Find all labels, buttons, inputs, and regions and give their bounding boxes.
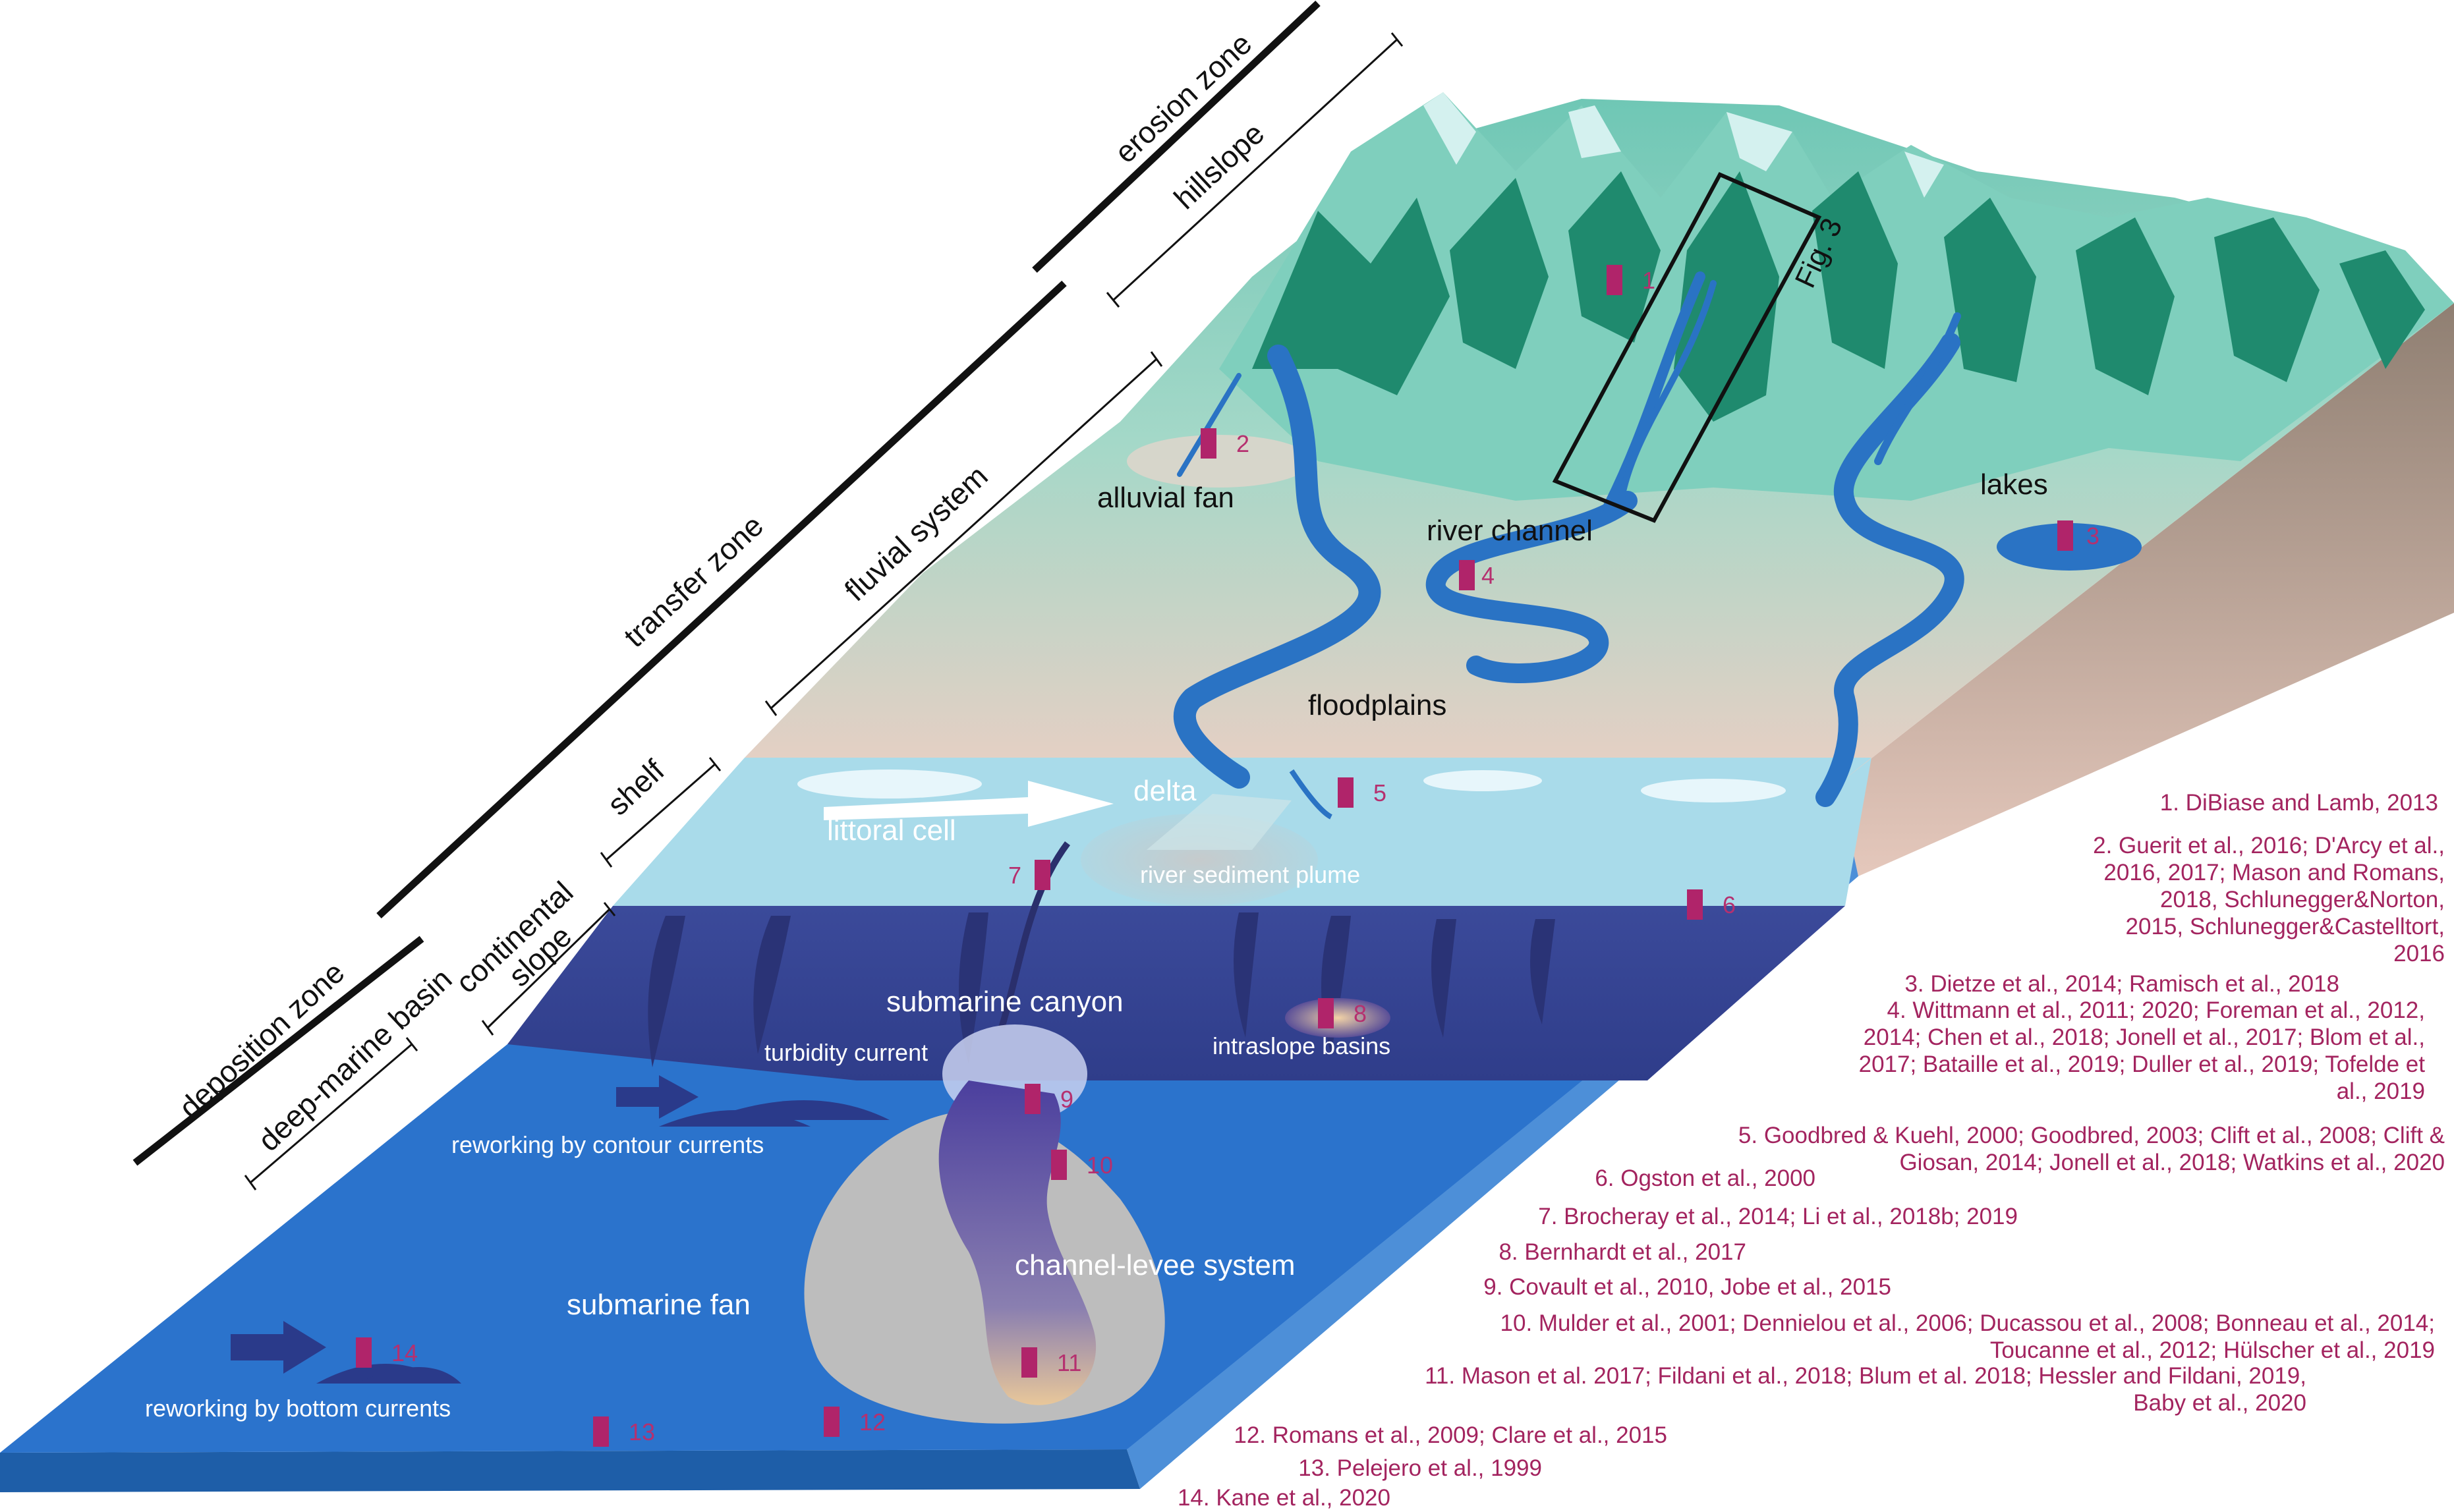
site-marker-4 <box>1459 560 1475 590</box>
site-marker-9 <box>1025 1084 1041 1114</box>
site-number-7: 7 <box>1008 862 1021 889</box>
rivers <box>1174 271 1964 807</box>
site-number-1: 1 <box>1642 267 1655 294</box>
site-marker-5 <box>1338 777 1354 808</box>
site-number-14: 14 <box>391 1339 418 1366</box>
site-marker-13 <box>593 1416 609 1447</box>
submarine-canyon-label: submarine canyon <box>886 986 1124 1018</box>
littoral-cell-label: littoral cell <box>827 814 956 847</box>
site-number-11: 11 <box>1057 1349 1081 1376</box>
delta-wedge <box>1147 794 1292 850</box>
site-marker-1 <box>1607 265 1622 295</box>
mountain-range <box>1219 92 2454 501</box>
reference-entry-9: 9. Covault et al., 2010, Jobe et al., 20… <box>1483 1274 1891 1300</box>
site-marker-6 <box>1687 889 1703 920</box>
reference-entry-5: 5. Goodbred & Kuehl, 2000; Goodbred, 200… <box>1738 1123 2445 1175</box>
site-number-2: 2 <box>1236 430 1249 457</box>
meander-river <box>1425 491 1638 683</box>
delta-label: delta <box>1133 775 1197 807</box>
contour-current-features <box>616 1075 890 1127</box>
bottom-current-features <box>231 1321 461 1384</box>
block-side-land <box>1839 303 2454 876</box>
main-river <box>1174 345 1381 789</box>
site-marker-3 <box>2057 520 2073 551</box>
site-marker-12 <box>824 1407 840 1437</box>
site-marker-8 <box>1318 998 1334 1028</box>
reference-entry-11: 11. Mason et al. 2017; Fildani et al., 2… <box>1425 1363 2306 1416</box>
site-number-6: 6 <box>1723 891 1736 918</box>
site-number-5: 5 <box>1373 779 1386 806</box>
contour-current-arrow <box>616 1075 699 1119</box>
river-sediment-plume-label: river sediment plume <box>1140 861 1360 888</box>
site-marker-11 <box>1021 1347 1037 1378</box>
intraslope-basins-label: intraslope basins <box>1213 1032 1390 1059</box>
braided-channel-2 <box>1618 280 1717 504</box>
site-number-12: 12 <box>859 1409 886 1436</box>
site-marker-10 <box>1051 1150 1067 1180</box>
channel-levee-label: channel-levee system <box>1015 1249 1296 1281</box>
floodplains-label: floodplains <box>1308 689 1446 721</box>
right-river <box>1815 333 1964 807</box>
alluvial-stream <box>1177 373 1241 477</box>
alluvial-fan-area <box>1127 435 1311 488</box>
site-marker-2 <box>1201 428 1216 459</box>
reference-entry-13: 13. Pelejero et al., 1999 <box>1298 1455 1542 1481</box>
reference-entry-7: 7. Brocheray et al., 2014; Li et al., 20… <box>1538 1204 2018 1229</box>
alluvial-fan-label: alluvial fan <box>1097 482 1234 514</box>
braided-channel-1 <box>1603 271 1705 513</box>
littoral-cell-arrow <box>824 781 1114 827</box>
site-number-8: 8 <box>1354 1000 1367 1027</box>
reference-entry-4: 4. Wittmann et al., 2011; 2020; Foreman … <box>1859 997 2426 1104</box>
bottom-currents-label: reworking by bottom currents <box>145 1395 451 1422</box>
bottom-current-arrow <box>231 1321 326 1374</box>
submarine-canyon-channel <box>998 841 1071 1029</box>
reference-list: 1. DiBiase and Lamb, 2013 2. Guerit et al… <box>1178 790 2445 1511</box>
lakes-label: lakes <box>1980 468 2048 501</box>
shelf-highlights <box>797 770 1786 802</box>
site-number-10: 10 <box>1087 1152 1113 1179</box>
site-number-13: 13 <box>629 1418 655 1445</box>
reference-entry-3: 3. Dietze et al., 2014; Ramisch et al., … <box>1904 971 2339 997</box>
reference-entry-14: 14. Kane et al., 2020 <box>1178 1485 1390 1511</box>
submarine-fan-label: submarine fan <box>567 1289 751 1321</box>
reference-entry-10: 10. Mulder et al., 2001; Dennielou et al… <box>1500 1310 2435 1363</box>
channel-levee-system <box>938 1080 1097 1405</box>
delta-distributary <box>1289 769 1333 820</box>
site-marker-14 <box>356 1337 372 1368</box>
site-number-3: 3 <box>2086 522 2099 549</box>
site-number-9: 9 <box>1060 1086 1073 1113</box>
continental-slope <box>507 906 1845 1080</box>
block-front-edge <box>0 1449 1140 1492</box>
turbidity-current-label: turbidity current <box>764 1039 928 1066</box>
zone-lines <box>132 0 1404 1190</box>
reference-entry-12: 12. Romans et al., 2009; Clare et al., 2… <box>1234 1422 1667 1448</box>
site-marker-7 <box>1035 860 1050 890</box>
reference-entry-8: 8. Bernhardt et al., 2017 <box>1498 1239 1746 1265</box>
river-channel-label: river channel <box>1427 515 1593 547</box>
reference-entry-2: 2. Guerit et al., 2016; D'Arcy et al.,20… <box>2093 833 2445 966</box>
reference-entry-6: 6. Ogston et al., 2000 <box>1595 1165 1815 1191</box>
reference-entry-1: 1. DiBiase and Lamb, 2013 <box>2160 790 2438 816</box>
site-number-4: 4 <box>1481 562 1495 589</box>
intraslope-basin <box>1285 998 1390 1038</box>
contour-currents-label: reworking by contour currents <box>451 1131 764 1158</box>
fig3-box <box>1552 172 1822 523</box>
braided-channel-3 <box>1874 312 1961 465</box>
